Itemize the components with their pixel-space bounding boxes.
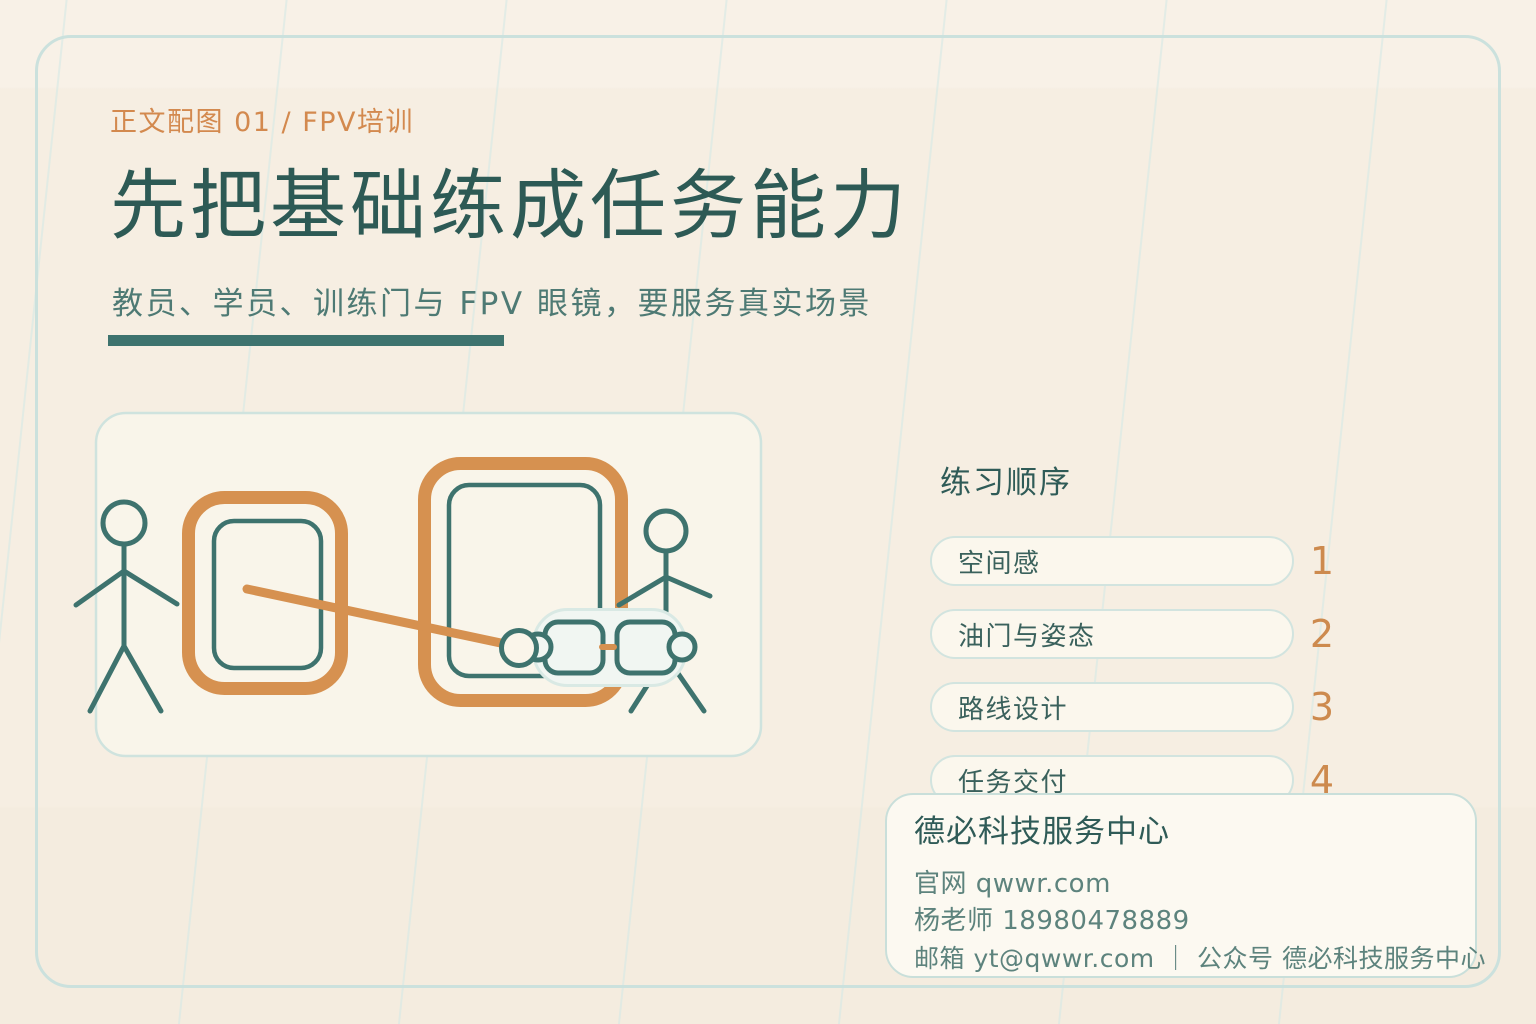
training-gate-small [182,491,348,695]
goggle-bridge [599,644,617,650]
exercise-number: 1 [1309,539,1335,583]
drone-camera [499,628,539,668]
exercise-item: 空间感 1 [930,536,1348,586]
fpv-training-illustration [73,411,763,758]
fpv-goggles [522,608,698,687]
gate-large-inner [446,482,603,679]
exercise-item: 油门与姿态 2 [930,609,1348,659]
instructor-figure [73,499,180,714]
exercise-list: 空间感 1 油门与姿态 2 路线设计 3 任务交付 4 [930,536,1348,805]
contact-card: 德必科技服务中心 官网 qwwr.com 杨老师 18980478889 邮箱 … [885,793,1486,978]
exercise-label: 任务交付 [958,767,1069,798]
exercise-heading: 练习顺序 [940,465,1072,501]
exercise-pill: 空间感 [930,536,1294,586]
exercise-pill: 油门与姿态 [930,609,1294,659]
contact-website: 官网 qwwr.com [914,869,1111,899]
title-underline [108,335,504,346]
contact-phone: 杨老师 18980478889 [914,906,1190,936]
exercise-pill: 路线设计 [930,682,1294,732]
exercise-label: 路线设计 [958,694,1069,725]
exercise-label: 空间感 [958,548,1041,579]
instructor-legs [87,640,164,714]
contact-org-name: 德必科技服务中心 [914,814,1170,850]
goggle-eyecup-right [666,631,698,663]
pointer-line [242,584,515,650]
page-frame [35,35,1501,988]
instructor-arms [73,567,180,608]
training-gate-large [418,457,628,707]
exercise-item: 路线设计 3 [930,682,1348,732]
exercise-label: 油门与姿态 [958,621,1096,652]
eyebrow-label: 正文配图 01 / FPV培训 [110,107,414,138]
trainee-arms [616,574,713,608]
exercise-number: 2 [1309,612,1335,656]
page-title: 先把基础练成任务能力 [110,161,910,250]
gate-small-inner [211,518,324,671]
exercise-number: 3 [1309,685,1335,729]
contact-email-line: 邮箱 yt@qwwr.com ｜ 公众号 德必科技服务中心 [914,944,1486,973]
page-subtitle: 教员、学员、训练门与 FPV 眼镜，要服务真实场景 [112,286,872,322]
